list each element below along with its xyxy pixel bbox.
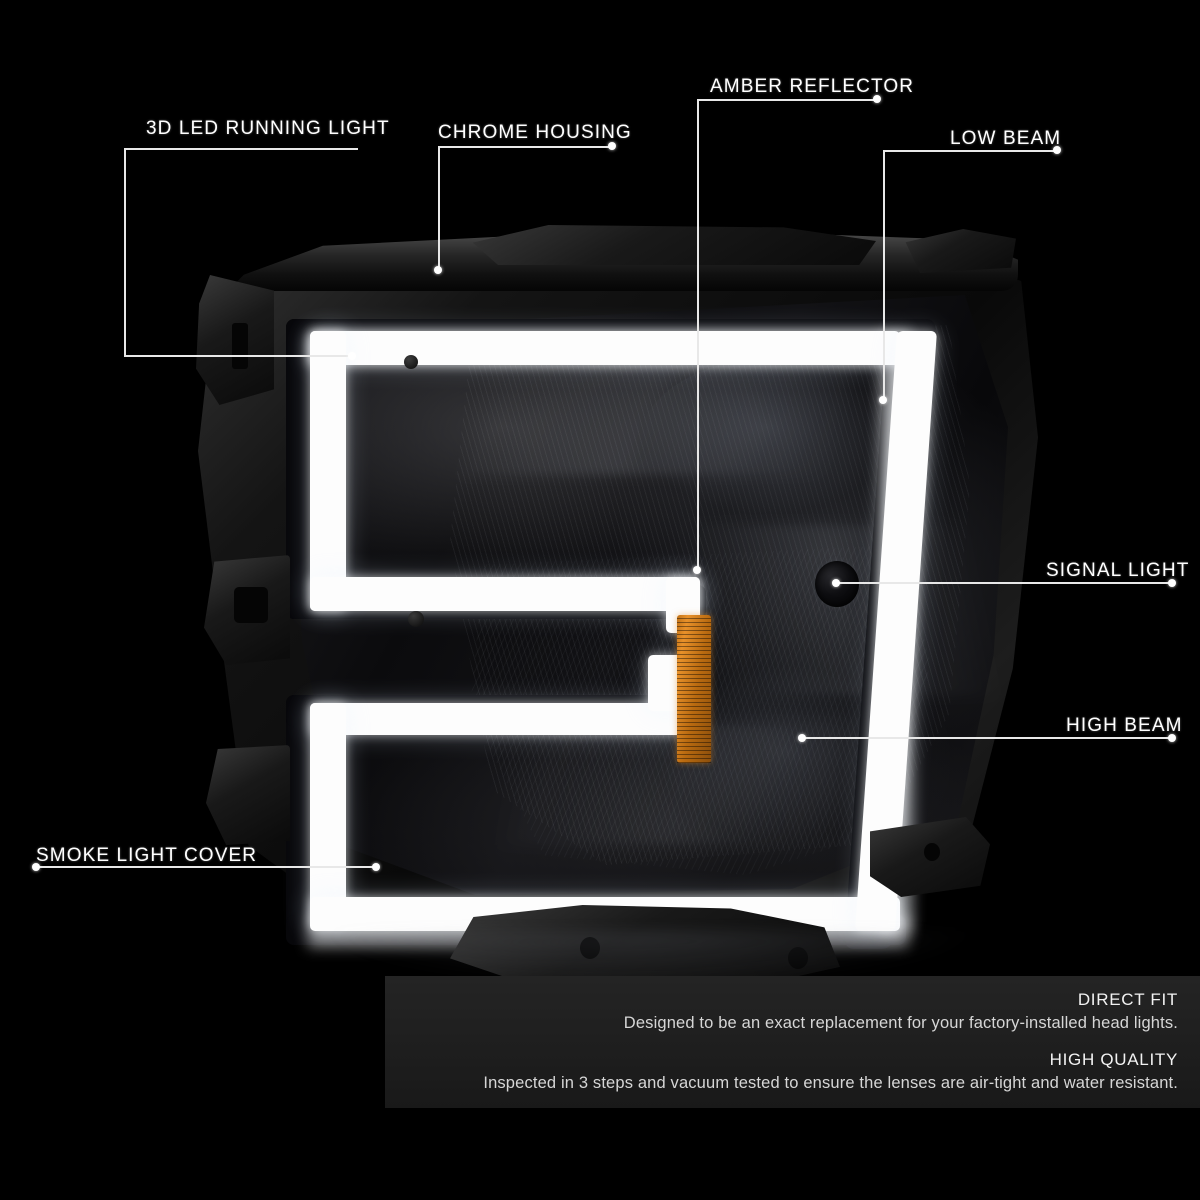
callout-dot-high-beam-right	[1168, 733, 1176, 742]
mounting-tab-lower-right-hole	[924, 843, 940, 861]
callout-dot-smoke-light-cover-left	[32, 862, 40, 871]
callout-line-signal-light	[836, 582, 1174, 584]
callout-line-chrome-housing-vertical	[438, 146, 440, 270]
callout-dot-chrome-housing-right	[608, 142, 616, 150]
led-bar-lower-left-vertical	[310, 703, 346, 925]
mounting-tab-bottom-hole-right	[788, 947, 808, 969]
callout-dot-low-beam-right	[1053, 146, 1061, 154]
led-bar-upper-return	[310, 577, 700, 611]
led-bar-lower-step	[648, 655, 682, 711]
callout-dot-high-beam-left	[798, 733, 806, 742]
callout-dot-chrome-housing	[434, 266, 442, 274]
callout-dot-led-running-light	[348, 351, 356, 360]
mounting-tab-upper-left-slot	[232, 323, 248, 369]
callout-line-low-beam-top	[883, 150, 1057, 152]
feature-body-direct-fit: Designed to be an exact replacement for …	[623, 1014, 1178, 1032]
housing-screw-upper	[404, 355, 418, 369]
callout-line-chrome-housing-top	[438, 146, 612, 148]
callout-dot-signal-light-left	[832, 578, 840, 587]
callout-line-led-running-light-vertical	[124, 148, 126, 356]
callout-label-chrome-housing: CHROME HOUSING	[438, 122, 632, 143]
mounting-tab-lower-left	[206, 745, 290, 845]
callout-label-low-beam: LOW BEAM	[950, 128, 1062, 149]
amber-reflector-strip	[677, 615, 711, 763]
callout-line-low-beam-vertical	[883, 150, 885, 400]
amber-reflector-ribs	[677, 615, 711, 763]
callout-dot-smoke-light-cover-right	[372, 862, 380, 871]
mounting-tab-bottom-hole-left	[580, 937, 600, 959]
callout-line-amber-reflector-top	[697, 99, 877, 101]
callout-label-high-beam: HIGH BEAM	[1066, 715, 1183, 736]
callout-label-smoke-light-cover: SMOKE LIGHT COVER	[36, 845, 258, 866]
led-bar-upper-left-vertical	[310, 331, 346, 611]
assembly-reflection	[330, 931, 970, 983]
feature-title-direct-fit: DIRECT FIT	[1077, 990, 1178, 1009]
callout-line-led-running-light-lower	[124, 355, 352, 357]
mounting-tab-mid-left-slot	[234, 587, 268, 623]
callout-line-smoke-light-cover	[36, 866, 378, 868]
callout-line-high-beam	[802, 737, 1174, 739]
feature-title-high-quality: HIGH QUALITY	[1049, 1050, 1178, 1069]
lens-gloss-mid	[685, 525, 995, 695]
mounting-tab-top-center	[472, 225, 876, 265]
callout-dot-low-beam	[879, 396, 887, 404]
housing-screw-lower	[408, 611, 424, 627]
feature-panel: DIRECT FIT Designed to be an exact repla…	[385, 976, 1200, 1108]
feature-body-high-quality: Inspected in 3 steps and vacuum tested t…	[483, 1074, 1178, 1092]
callout-dot-amber-reflector	[693, 566, 701, 574]
callout-label-led-running-light: 3D LED RUNNING LIGHT	[146, 118, 390, 139]
callout-label-signal-light: SIGNAL LIGHT	[1046, 560, 1190, 581]
callout-dot-amber-reflector-right	[873, 95, 881, 103]
led-bar-top-horizontal	[310, 331, 900, 365]
headlight-assembly-image	[180, 225, 1070, 991]
callout-dot-signal-light-right	[1168, 578, 1176, 587]
callout-line-led-running-light-top	[124, 148, 358, 150]
callout-label-amber-reflector: AMBER REFLECTOR	[710, 76, 915, 97]
led-bar-lower-return	[310, 703, 682, 735]
callout-line-amber-reflector-vertical	[697, 99, 699, 570]
lens-gloss-lower	[501, 725, 849, 845]
